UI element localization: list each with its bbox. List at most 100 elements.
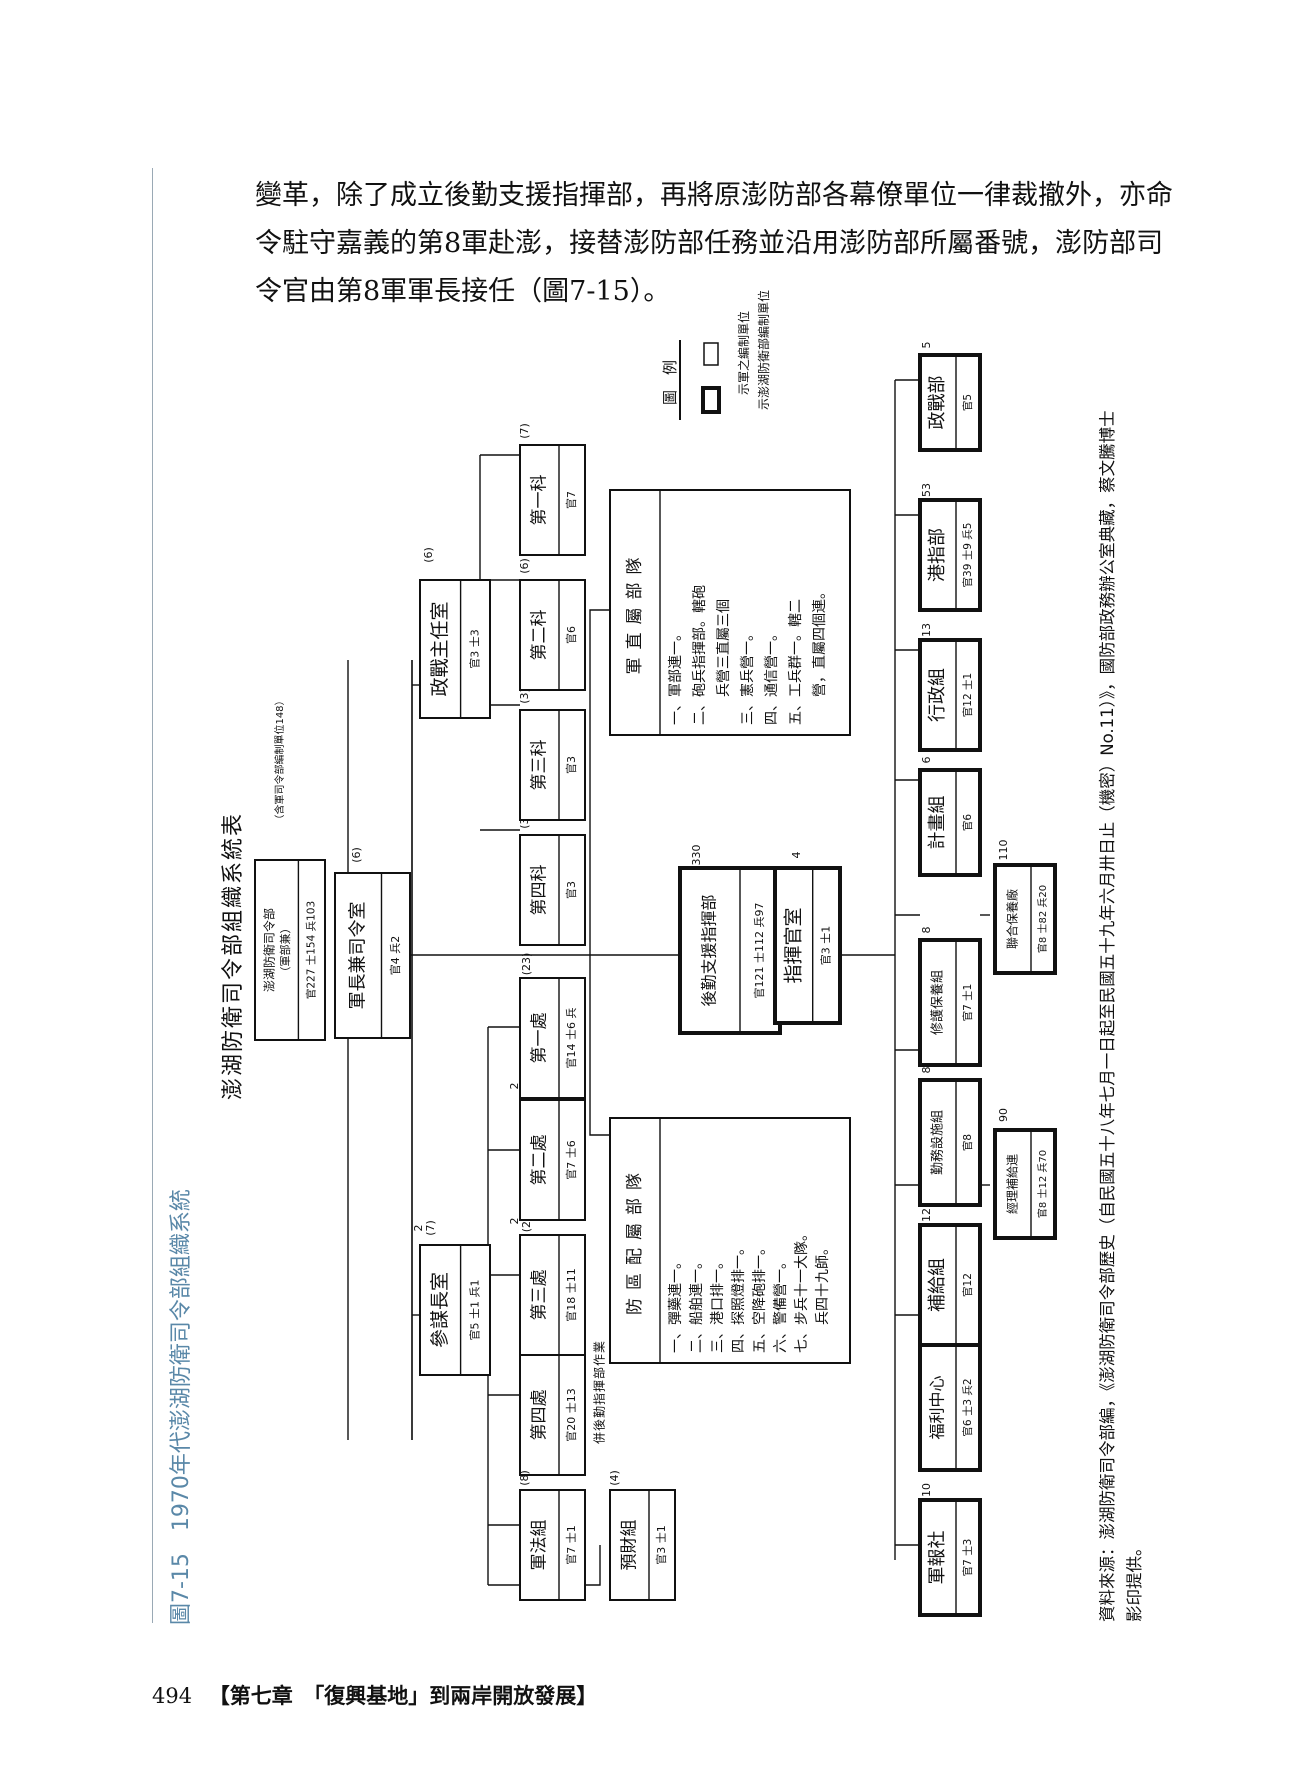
logistics-command-box: 後勤支援指揮部官121 士112 兵97330	[678, 845, 782, 1035]
def-units-link	[589, 955, 610, 1136]
bottom-unit-6: 計畫組官66	[918, 757, 982, 877]
department-box-3-label: 第二處	[530, 1135, 550, 1186]
commander-office-box-frame	[334, 872, 411, 1039]
hq-box: 澎湖防衛司令部（軍部兼） 官227 士154 兵103	[254, 859, 326, 1041]
supply-company-box-frame	[993, 1128, 1057, 1240]
army-unit-item: 四、通信營一。	[764, 627, 780, 725]
bottom-unit-3-count: 12	[920, 1208, 933, 1222]
section-box-2: 第三科官3(3)	[518, 688, 586, 821]
section-box-3-label: 第二科	[530, 610, 550, 661]
commander-office-box-staff: 官4 兵2	[388, 936, 402, 976]
maintenance-plant-box-staff: 官8 士82 兵20	[1036, 885, 1049, 953]
department-note: 併後勤指揮部作業	[592, 1340, 607, 1444]
section-box-1-label: 第四科	[530, 865, 550, 916]
bottom-unit-3-frame	[918, 1223, 982, 1347]
bottom-unit-1-count: 10	[920, 1483, 933, 1497]
commander-room-box: 指揮官室官3 士1 4	[773, 852, 842, 1025]
bottom-unit-1: 軍報社官7 士310	[918, 1483, 982, 1617]
department-box-4: 第一處官14 士6 兵(23)	[519, 953, 586, 1099]
political-office-box-frame	[419, 579, 491, 719]
hq-box-label: 澎湖防衛司令部	[262, 908, 277, 992]
logistics-command-box-label: 後勤支援指揮部	[700, 894, 719, 1006]
bottom-unit-7-label: 行政組	[927, 668, 948, 722]
legend-item-2: 示澎湖防衛部編制單位	[756, 290, 771, 410]
department-box-3-frame	[519, 1099, 586, 1221]
figure-caption: 圖7-15 1970年代澎湖防衛司令部組織系統	[169, 1189, 194, 1625]
chapter-title: 【第七章 「復興基地」到兩岸開放發展】	[208, 1683, 598, 1708]
legend-army-unit-swatch	[703, 342, 719, 366]
defense-unit-item: 二、船舶連一。	[689, 1255, 705, 1353]
commander-room-box-frame	[773, 866, 842, 1025]
law-group-box-frame	[519, 1489, 586, 1601]
bottom-unit-3: 補給組官12 12	[918, 1208, 982, 1347]
bottom-unit-1-staff: 官7 士3	[961, 1539, 974, 1577]
political-office-box-label: 政戰主任室	[429, 601, 451, 696]
section-box-4: 第一科官7(7)	[518, 423, 586, 556]
page-footer: 494 【第七章 「復興基地」到兩岸開放發展】	[152, 1680, 597, 1710]
political-office-box-count: (6)	[422, 547, 435, 563]
department-box-3-count: 2	[508, 1083, 521, 1090]
section-box-1-staff: 官3	[564, 881, 578, 899]
bottom-unit-8-label: 港指部	[927, 528, 948, 582]
department-box-2-frame	[519, 1234, 586, 1356]
finance-group-box-frame	[609, 1489, 676, 1601]
defense-unit-item: 七、步兵十一大隊。	[794, 1227, 810, 1353]
supply-company-box-count: 90	[997, 1108, 1010, 1122]
chief-of-staff-box-staff: 官5 士1 兵1	[467, 1280, 481, 1341]
legend: 圖 例 示軍之編制單位 示澎湖防衛部編制單位	[661, 290, 771, 420]
army-units-box: 軍直屬部隊一、軍部連一。二、砲兵指揮部。轄砲 兵營三直屬三個三、憲兵營一。四、通…	[609, 489, 851, 736]
supply-company-box: 經理補給連官8 士12 兵7090	[993, 1108, 1057, 1240]
bottom-unit-5-label: 修護保養組	[930, 970, 946, 1035]
finance-group-box-label: 預財組	[620, 1520, 640, 1571]
bottom-unit-2-frame	[918, 1343, 982, 1472]
army-unit-item: 兵營三直屬三個	[715, 599, 732, 725]
department-box-2-label: 第三處	[530, 1270, 550, 1321]
section-box-3: 第二科官6 (6)	[518, 558, 586, 691]
department-box-4-label: 第一處	[530, 1013, 550, 1064]
commander-office-box: 軍長兼司令室官4 兵2(6)	[334, 847, 411, 1039]
bottom-unit-4-frame	[918, 1078, 982, 1207]
law-group-box-count: (8)	[518, 1470, 531, 1486]
legend-penghu-unit-swatch	[701, 386, 721, 414]
bottom-unit-3-label: 補給組	[927, 1258, 948, 1312]
section-box-3-staff: 官6	[564, 626, 578, 644]
source-line-2: 影印提供。	[1125, 1540, 1144, 1623]
bottom-unit-5-count: 8	[920, 927, 933, 934]
paragraph-line-2: 令駐守嘉義的第8軍赴澎，接替澎防部任務並沿用澎防部所屬番號，澎防部司	[255, 228, 1164, 259]
chief-of-staff-box: 參謀長室官5 士1 兵12(7)	[412, 1220, 491, 1376]
army-unit-item: 五、工兵群一。轄二	[788, 599, 804, 725]
paragraph-line-1: 變革，除了成立後勤支援指揮部，再將原澎防部各幕僚單位一律裁撤外，亦命	[255, 180, 1173, 211]
commander-office-box-label: 軍長兼司令室	[347, 902, 368, 1010]
law-group-box: 軍法組官7 士1(8)	[518, 1470, 586, 1601]
section-box-1-frame	[519, 834, 586, 946]
section-box-2-staff: 官3	[564, 756, 578, 774]
section-box-4-staff: 官7	[564, 491, 578, 509]
bottom-unit-5: 修護保養組官7 士18	[918, 927, 982, 1067]
bottom-unit-3-staff: 官12	[961, 1273, 974, 1297]
hq-box-sublabel: （軍部兼）	[278, 923, 292, 978]
bottom-unit-4-count: 8	[920, 1067, 933, 1074]
bottom-unit-7: 行政組官12 士113	[918, 623, 982, 752]
section-box-2-label: 第三科	[530, 740, 550, 791]
commander-room-box-label: 指揮官室	[782, 907, 804, 983]
commander-room-box-staff: 官3 士1	[818, 926, 832, 966]
hq-box-frame	[254, 859, 326, 1041]
left-margin-rule	[152, 168, 153, 1623]
bottom-unit-6-count: 6	[920, 757, 933, 764]
army-units-title: 軍直屬部隊	[625, 550, 645, 675]
hq-box-staff: 官227 士154 兵103	[305, 901, 318, 999]
chief-of-staff-box-frame	[419, 1244, 491, 1376]
section-box-3-count: (6)	[518, 558, 531, 574]
defense-unit-item: 三、港口排一。	[710, 1255, 726, 1353]
defense-units-box: 防區配屬部隊一、彈藥連一。二、船舶連一。三、港口排一。四、探照燈排一。五、空降砲…	[609, 1117, 851, 1364]
bottom-unit-7-staff: 官12 士1	[961, 673, 974, 717]
commander-room-box-count: 4	[790, 852, 803, 859]
army-unit-item: 一、軍部連一。	[668, 627, 684, 725]
defense-unit-item: 五、空降砲排一。	[752, 1241, 768, 1353]
bottom-unit-4: 勤務設施組官88	[918, 1067, 982, 1207]
bottom-unit-9: 政戰部官55	[918, 342, 982, 452]
department-box-3-staff: 官7 士6	[564, 1140, 578, 1180]
logistics-command-box-frame	[678, 866, 782, 1035]
